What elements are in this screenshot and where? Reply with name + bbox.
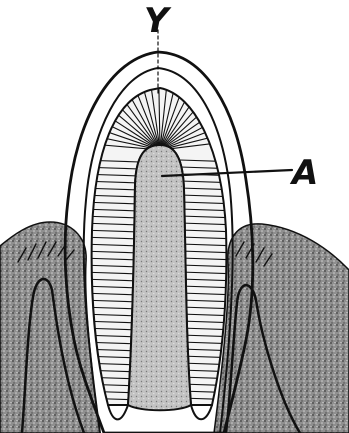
pulp-cavity — [128, 145, 191, 410]
label-y: Y — [144, 1, 172, 41]
label-a: A — [289, 153, 318, 193]
root-right — [191, 405, 212, 419]
root-left — [108, 405, 128, 419]
